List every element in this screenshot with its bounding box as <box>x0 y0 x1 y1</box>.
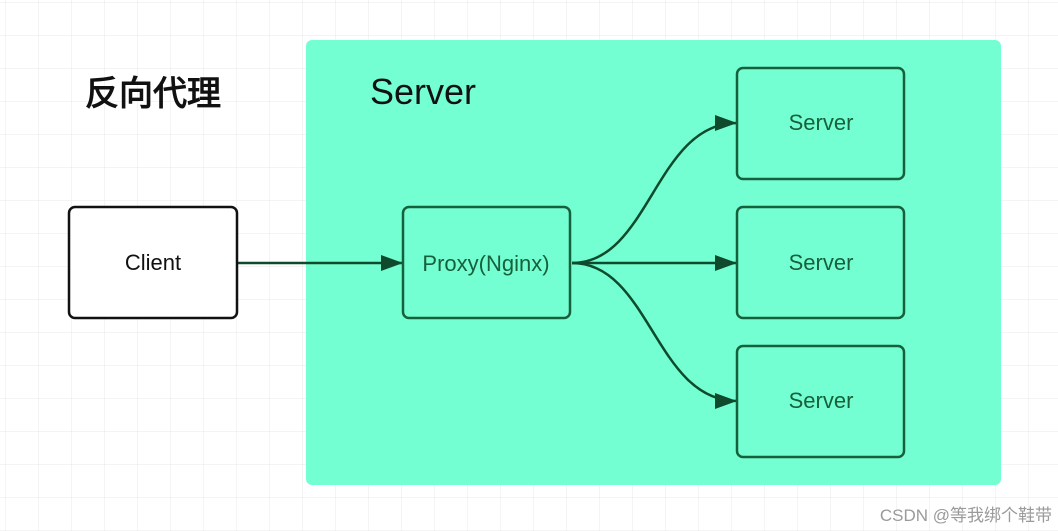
edge-proxy-to-server-3 <box>571 261 738 409</box>
client-box[interactable] <box>67 205 239 320</box>
server-node-2[interactable]: Server <box>735 205 906 320</box>
server-label: Server <box>789 388 854 413</box>
server-label: Server <box>789 110 854 135</box>
proxy-node[interactable]: Proxy(Nginx) <box>401 205 572 320</box>
server-node-1[interactable]: Server <box>735 66 906 181</box>
server-box[interactable] <box>735 344 906 459</box>
client-node[interactable]: Client <box>67 205 239 320</box>
proxy-label: Proxy(Nginx) <box>422 251 549 276</box>
diagram-title: 反向代理 <box>85 75 221 113</box>
client-label: Client <box>125 250 181 275</box>
edges <box>237 115 738 409</box>
watermark-text: CSDN @等我绑个鞋带 <box>880 506 1052 525</box>
server-node-3[interactable]: Server <box>735 344 906 459</box>
server-label: Server <box>789 250 854 275</box>
server-group-label: Server <box>370 71 476 112</box>
server-box[interactable] <box>735 66 906 181</box>
server-box[interactable] <box>735 205 906 320</box>
proxy-box[interactable] <box>401 205 572 320</box>
edge-proxy-to-server-1 <box>571 115 738 265</box>
